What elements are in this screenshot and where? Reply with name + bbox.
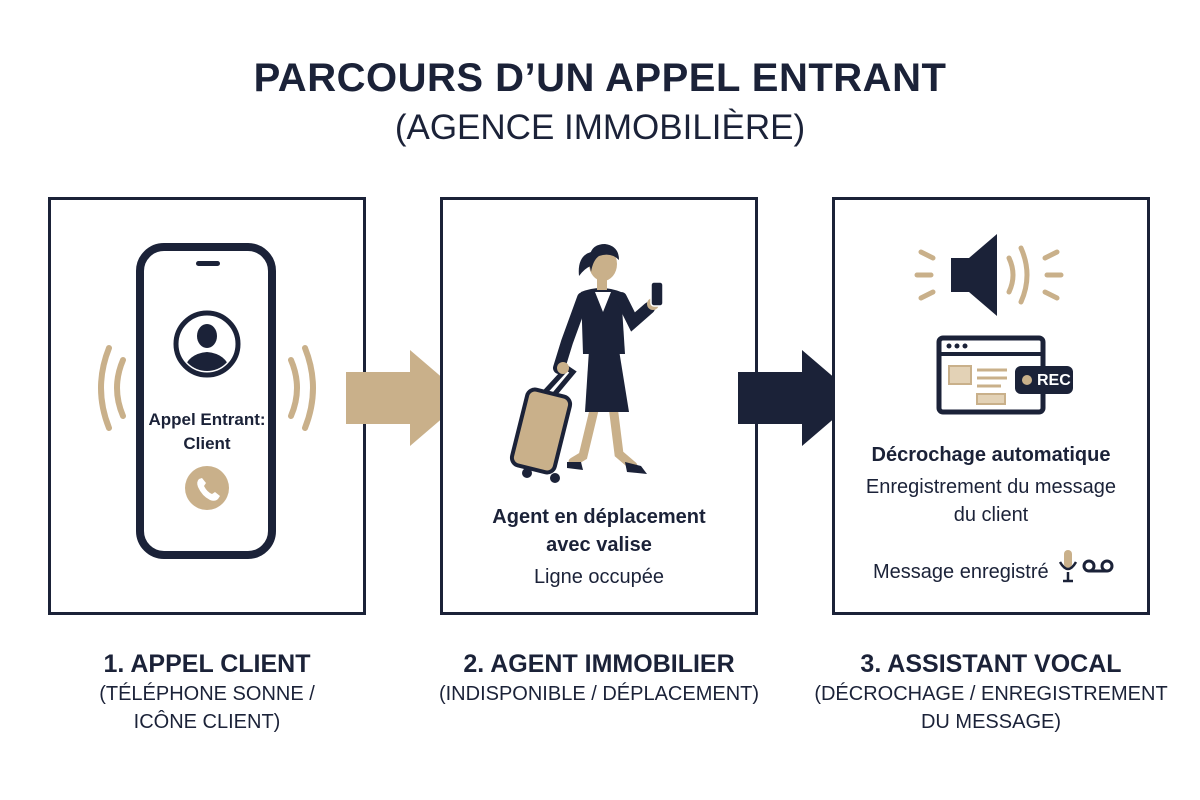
line-busy-status: Ligne occupée: [533, 566, 665, 588]
voicemail-icon: [1082, 559, 1114, 573]
caption-step-3: 3. ASSISTANT VOCAL (DÉCROCHAGE / ENREGIS…: [811, 648, 1171, 736]
voice-assistant-illustration: [914, 234, 1114, 583]
incoming-call-line2: Client: [183, 434, 231, 453]
caption-step-2: 2. AGENT IMMOBILIER (INDISPONIBLE / DÉPL…: [419, 648, 779, 708]
caption-step-1-line1: (TÉLÉPHONE SONNE /: [99, 683, 315, 705]
caption-step-1-title: 1. APPEL CLIENT: [103, 650, 311, 678]
agent-label-line2: avec valise: [546, 534, 652, 556]
caption-step-2-line1: (INDISPONIBLE / DÉPLACEMENT): [438, 683, 760, 705]
panel-voice-assistant: REC Décrochage automatique Enregistremen…: [832, 197, 1150, 615]
suitcase-icon: [509, 364, 577, 483]
vibration-waves-right-icon: [288, 345, 316, 431]
businesswoman-with-suitcase-icon: [509, 244, 664, 483]
incoming-call-line1: Appel Entrant:: [148, 410, 266, 429]
panel-client-call: Appel Entrant: Client: [48, 197, 366, 615]
recording-desc-line2: du client: [953, 504, 1029, 526]
arrow-right-beige-icon: [346, 350, 466, 446]
caption-step-2-title: 2. AGENT IMMOBILIER: [463, 650, 735, 678]
recording-window-icon: [936, 335, 1073, 415]
phone-handset-icon: [185, 466, 229, 510]
recording-desc-line1: Enregistrement du message: [865, 476, 1117, 498]
caption-step-1: 1. APPEL CLIENT (TÉLÉPHONE SONNE / ICÔNE…: [27, 648, 387, 736]
caption-step-1-line2: ICÔNE CLIENT): [133, 711, 281, 733]
panel-agent-away: Agent en déplacement avec valise Ligne o…: [440, 197, 758, 615]
caption-step-3-title: 3. ASSISTANT VOCAL: [860, 650, 1122, 678]
diagram-subtitle: (AGENCE IMMOBILIÈRE): [394, 108, 806, 147]
smartphone-icon: [136, 243, 276, 559]
phone-illustration: [98, 243, 316, 559]
incoming-call-label: Appel Entrant: Client: [147, 408, 267, 456]
auto-pickup-title: Décrochage automatique: [871, 444, 1111, 466]
diagram-title: PARCOURS D’UN APPEL ENTRANT: [253, 56, 947, 100]
rec-badge: REC: [1037, 372, 1071, 389]
avatar-icon: [173, 310, 241, 378]
agent-label-line1: Agent en déplacement: [492, 506, 706, 528]
vibration-waves-left-icon: [98, 345, 126, 431]
microphone-icon: [1058, 550, 1078, 583]
caption-step-3-line2: DU MESSAGE): [920, 711, 1062, 733]
speaker-icon: [914, 234, 1064, 316]
caption-step-3-line1: (DÉCROCHAGE / ENREGISTREMENT: [814, 683, 1168, 705]
message-recorded-status: Message enregistré: [873, 561, 1049, 583]
arrow-right-navy-icon: [738, 350, 858, 446]
